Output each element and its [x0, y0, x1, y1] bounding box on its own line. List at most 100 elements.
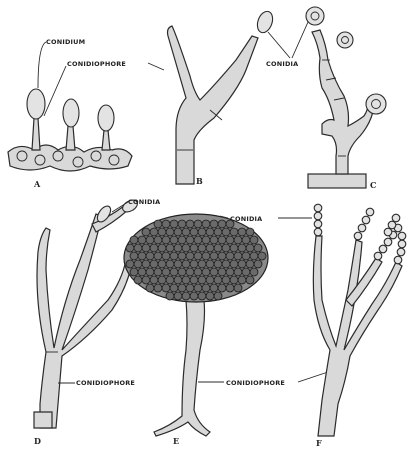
- panel-e-conidium: [258, 252, 266, 260]
- panel-e-conidium: [222, 228, 230, 236]
- panel-e-conidium: [202, 252, 210, 260]
- panel-e-conidium: [230, 228, 238, 236]
- panel-e-conidium: [190, 228, 198, 236]
- panel-e-conidium: [174, 260, 182, 268]
- panel-e-conidium: [126, 260, 134, 268]
- panel-e-conidium: [170, 220, 178, 228]
- panel-e-conidium: [214, 292, 222, 300]
- panel-e-conidium: [214, 276, 222, 284]
- panel-e-conidium: [154, 268, 162, 276]
- panel-e-conidium: [242, 236, 250, 244]
- label-conidium: CONIDIUM: [46, 38, 85, 46]
- panel-e-conidium: [198, 228, 206, 236]
- panel-f-conidium: [397, 248, 405, 256]
- panel-e-conidium: [174, 228, 182, 236]
- panel-e-conidium: [170, 284, 178, 292]
- panel-e-conidium: [158, 260, 166, 268]
- panel-e-conidium: [230, 260, 238, 268]
- panel-e-conidium: [206, 260, 214, 268]
- panel-b-conidium: [255, 9, 276, 34]
- panel-f-conidium: [314, 220, 322, 228]
- leader-conidiophore-top-b: [148, 63, 164, 70]
- panel-e-conidium: [178, 284, 186, 292]
- panel-e-conidium: [202, 236, 210, 244]
- panel-e-conidium: [222, 260, 230, 268]
- panel-b-tag: B: [196, 176, 203, 186]
- panel-d-tag: D: [34, 436, 41, 446]
- panel-f-conidium: [314, 212, 322, 220]
- panel-e-conidium: [206, 276, 214, 284]
- panel-e-conidium: [162, 252, 170, 260]
- panel-e-conidium: [226, 284, 234, 292]
- panel-e-conidium: [194, 268, 202, 276]
- panel-e-conidium: [182, 260, 190, 268]
- panel-e-conidium: [154, 236, 162, 244]
- panel-e-conidium: [234, 252, 242, 260]
- panel-e-conidium: [198, 292, 206, 300]
- panel-e-conidium: [190, 260, 198, 268]
- panel-e-conidium: [170, 236, 178, 244]
- panel-e-conidium: [138, 252, 146, 260]
- panel-e-conidium: [202, 268, 210, 276]
- label-conidiophore-top: CONIDIOPHORE: [67, 60, 126, 68]
- panel-e-conidium: [214, 228, 222, 236]
- panel-e: CONIDIA CONIDIOPHORE E: [124, 214, 328, 446]
- panel-a-conidium-3: [98, 105, 114, 131]
- panel-e-conidium: [182, 292, 190, 300]
- panel-e-conidium: [202, 284, 210, 292]
- panel-e-conidium: [190, 244, 198, 252]
- panel-e-conidium: [206, 228, 214, 236]
- panel-e-conidium: [174, 292, 182, 300]
- panel-e-conidium: [198, 260, 206, 268]
- panel-c-conidium-3: [366, 94, 386, 114]
- panel-e-conidium: [186, 268, 194, 276]
- panel-e-conidium: [162, 268, 170, 276]
- panel-f-conidium: [384, 228, 392, 236]
- panel-e-conidium: [162, 284, 170, 292]
- panel-e-conidium: [246, 260, 254, 268]
- panel-e-conidium: [174, 276, 182, 284]
- panel-e-conidium: [170, 252, 178, 260]
- panel-e-conidium: [206, 292, 214, 300]
- panel-a-conidiophore-3: [102, 130, 110, 150]
- leader-conidiophore-top-a: [44, 66, 66, 116]
- panel-f-conidium: [314, 228, 322, 236]
- panel-e-conidium: [210, 252, 218, 260]
- leader-conidia-top-c: [292, 22, 308, 58]
- panel-e-conidium: [182, 228, 190, 236]
- panel-d-foot: [34, 412, 52, 428]
- panel-d-conidiophore: [37, 214, 132, 428]
- panel-e-conidium: [166, 260, 174, 268]
- panel-f-conidium: [392, 214, 400, 222]
- panel-e-conidium: [166, 244, 174, 252]
- panel-e-conidium: [166, 228, 174, 236]
- panel-e-conidium: [130, 236, 138, 244]
- panel-e-conidium: [162, 220, 170, 228]
- panel-e-conidium: [230, 244, 238, 252]
- panel-e-conidium: [238, 260, 246, 268]
- panel-e-conidium: [134, 276, 142, 284]
- panel-e-conidium: [194, 220, 202, 228]
- panel-e-conidium: [178, 236, 186, 244]
- panel-e-conidium: [226, 252, 234, 260]
- panel-e-conidium: [138, 268, 146, 276]
- panel-e-conidium: [154, 284, 162, 292]
- panel-a-tag: A: [33, 179, 41, 189]
- panel-e-conidium: [246, 244, 254, 252]
- panel-e-conidium: [222, 244, 230, 252]
- panel-f-tag: F: [316, 438, 322, 448]
- panel-e-conidium: [210, 236, 218, 244]
- panel-e-conidium: [170, 268, 178, 276]
- panel-a-conidium-2: [63, 99, 79, 127]
- panel-e-conidium: [130, 268, 138, 276]
- panel-e-conidium: [186, 284, 194, 292]
- panel-e-conidium: [174, 244, 182, 252]
- panel-f-conidium: [314, 204, 322, 212]
- panel-f-conidium: [358, 224, 366, 232]
- panel-e-conidium: [206, 244, 214, 252]
- panel-e-conidium: [126, 244, 134, 252]
- panel-f-conidiophore: [313, 236, 402, 436]
- panel-e-conidium: [238, 228, 246, 236]
- panel-e-conidium: [254, 244, 262, 252]
